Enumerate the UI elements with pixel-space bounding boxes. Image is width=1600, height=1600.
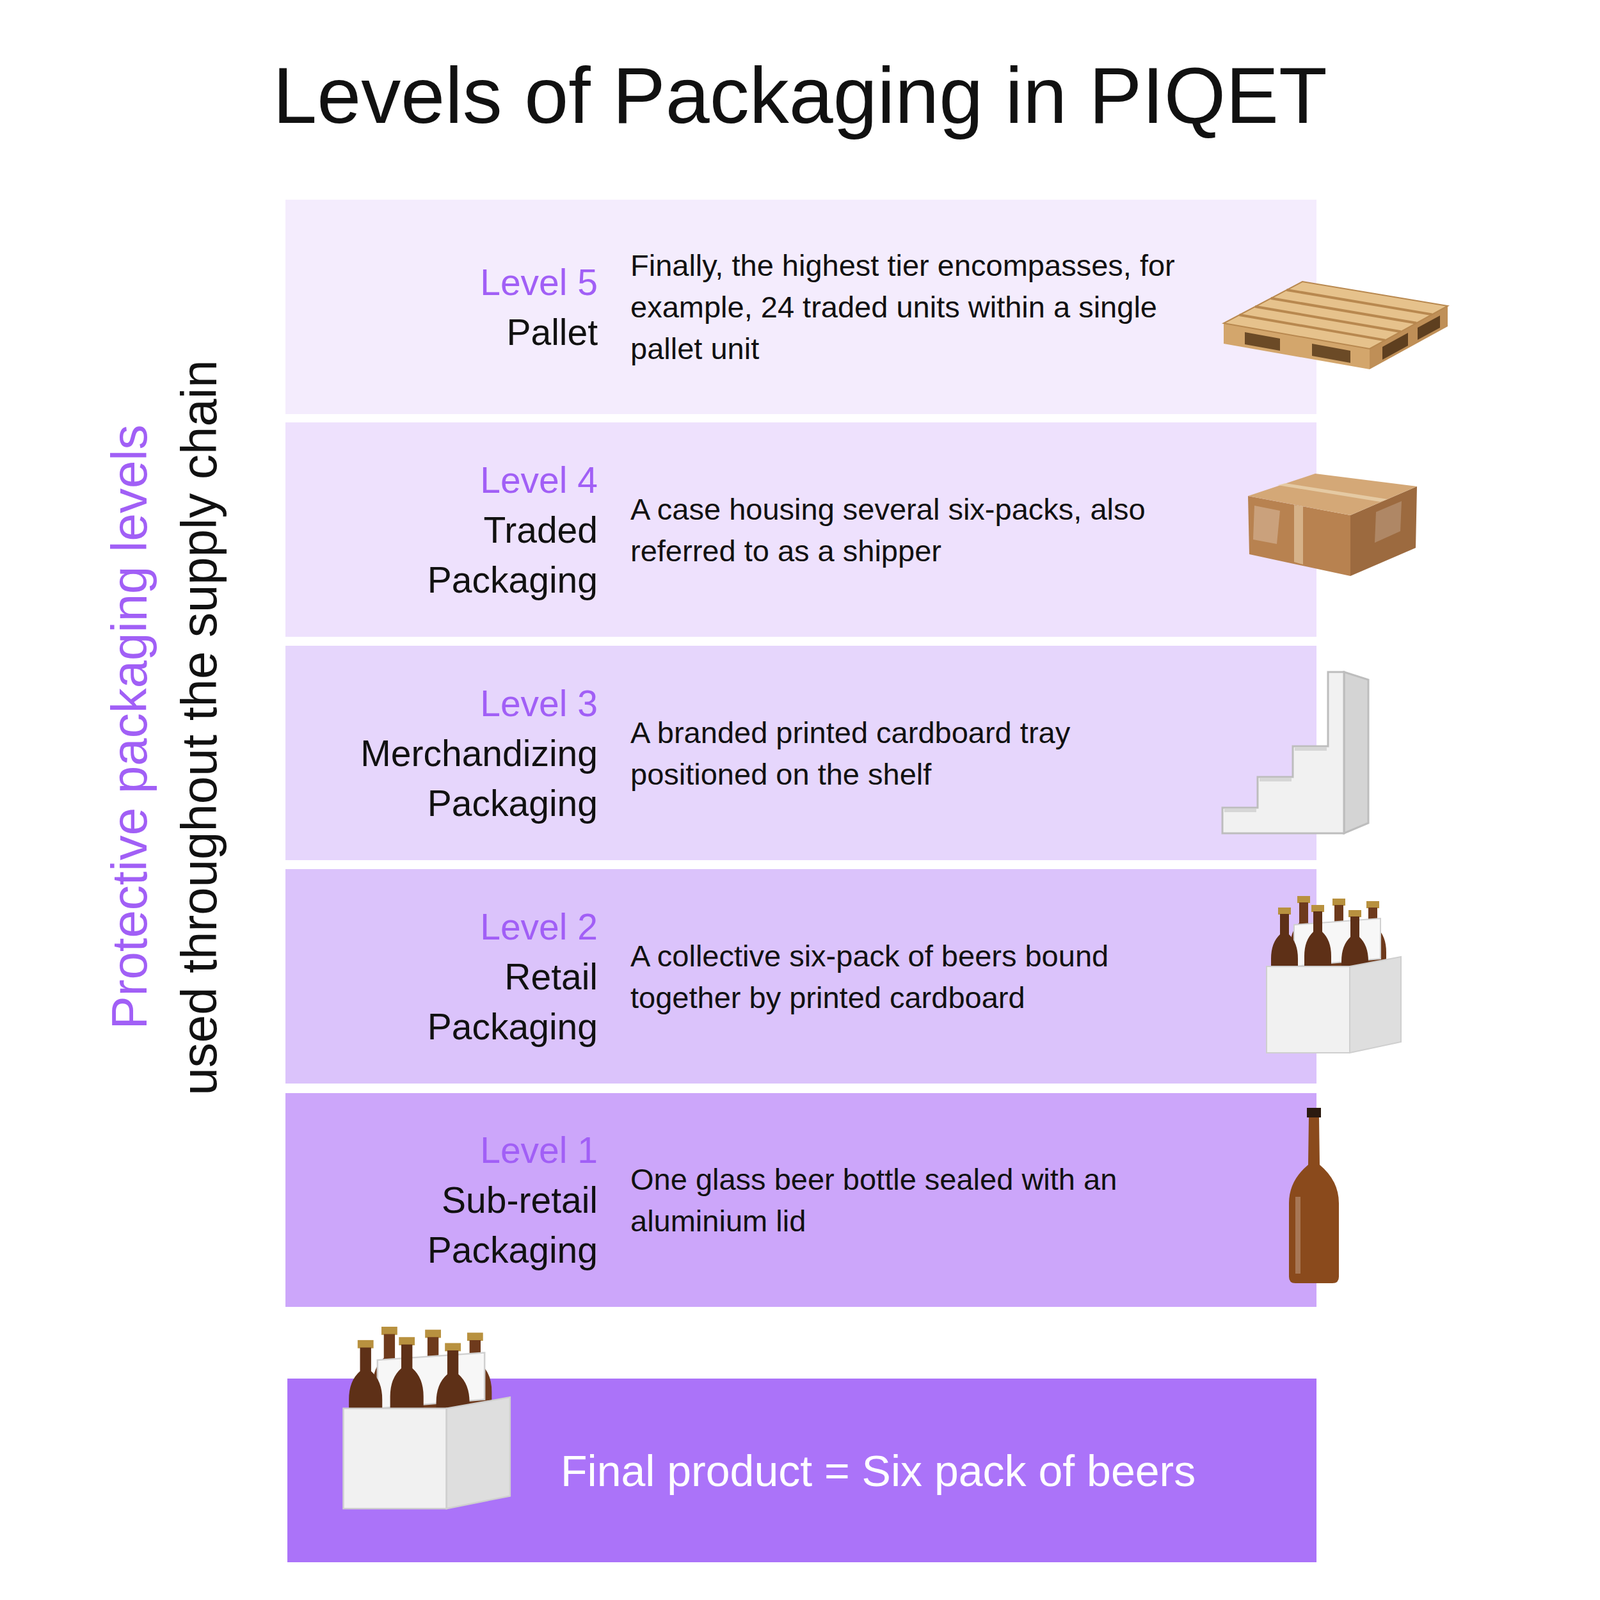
pallet-picture — [1223, 281, 1448, 370]
tray-steps — [1222, 672, 1344, 834]
level-band: Level 1Sub-retail Packaging One glass bee… — [285, 1093, 1317, 1307]
box-tape — [1277, 483, 1388, 502]
box-wrap-shine — [1374, 501, 1402, 543]
side-label: Protective packaging levels — [100, 424, 159, 1030]
side-label-holder: Protective packaging levels — [100, 424, 159, 1030]
level-number: Level 4 — [341, 455, 598, 505]
level-name: Traded Packaging — [341, 504, 598, 605]
six-pack-picture — [1266, 896, 1401, 1053]
pallet-deck — [1223, 281, 1448, 349]
shipper-box-picture — [1248, 473, 1417, 576]
level-name: Pallet — [341, 307, 598, 358]
pallet-opening — [1312, 343, 1351, 363]
bottle-picture — [1288, 1107, 1339, 1284]
display-tray-picture — [1222, 672, 1369, 834]
level-name: Retail Packaging — [341, 951, 598, 1052]
level-description: A collective six-pack of beers bound tog… — [630, 935, 1207, 1019]
level-heading: Level 2Retail Packaging — [341, 901, 598, 1052]
tray-side — [1344, 672, 1369, 834]
level-number: Level 2 — [341, 901, 598, 952]
level-description: Finally, the highest tier encompasses, f… — [630, 244, 1207, 370]
pallet-slat-gap — [1255, 306, 1401, 332]
pallet-slat-gap — [1271, 298, 1417, 324]
level-name: Sub-retail Packaging — [341, 1175, 598, 1275]
tray-tread — [1294, 746, 1327, 751]
tray-tread — [1224, 808, 1257, 813]
level-description: A case housing several six-packs, also r… — [630, 488, 1207, 572]
side-label: used throughout the supply chain — [170, 359, 228, 1096]
bottle-shine — [1295, 1196, 1301, 1274]
final-six-pack-picture — [343, 1326, 510, 1509]
level-heading: Level 1Sub-retail Packaging — [341, 1125, 598, 1275]
level-name: Merchandizing Packaging — [341, 728, 598, 829]
level-description: A branded printed cardboard tray positio… — [630, 711, 1207, 795]
bottle-lid — [1306, 1107, 1321, 1118]
box-tape — [1294, 504, 1304, 565]
level-number: Level 5 — [341, 257, 598, 308]
level-number: Level 3 — [341, 678, 598, 729]
level-band: Level 2Retail Packaging A collective six-… — [285, 869, 1317, 1084]
pallet-slat-gap — [1239, 314, 1386, 341]
level-heading: Level 5Pallet — [341, 257, 598, 358]
tray-tread — [1259, 777, 1292, 782]
level-band: Level 3Merchandizing Packaging A branded … — [285, 645, 1317, 861]
level-band: Level 4Traded Packaging A case housing se… — [285, 422, 1317, 637]
level-band: Level 5Pallet Finally, the highest tier e… — [285, 199, 1317, 415]
level-number: Level 1 — [341, 1125, 598, 1176]
final-product-text: Final product = Six pack of beers — [560, 1445, 1196, 1496]
level-heading: Level 3Merchandizing Packaging — [341, 678, 598, 829]
pallet-slat-gap — [1286, 289, 1432, 315]
box-wrap-shine — [1253, 505, 1280, 544]
level-heading: Level 4Traded Packaging — [341, 455, 598, 605]
side-label-holder: used throughout the supply chain — [170, 359, 228, 1096]
bottle — [1288, 1116, 1339, 1284]
title: Levels of Packaging in PIQET — [272, 49, 1327, 141]
level-description: One glass beer bottle sealed with an alu… — [630, 1158, 1207, 1242]
title-area: Levels of Packaging in PIQET — [0, 49, 1600, 141]
pallet-opening — [1244, 332, 1280, 351]
